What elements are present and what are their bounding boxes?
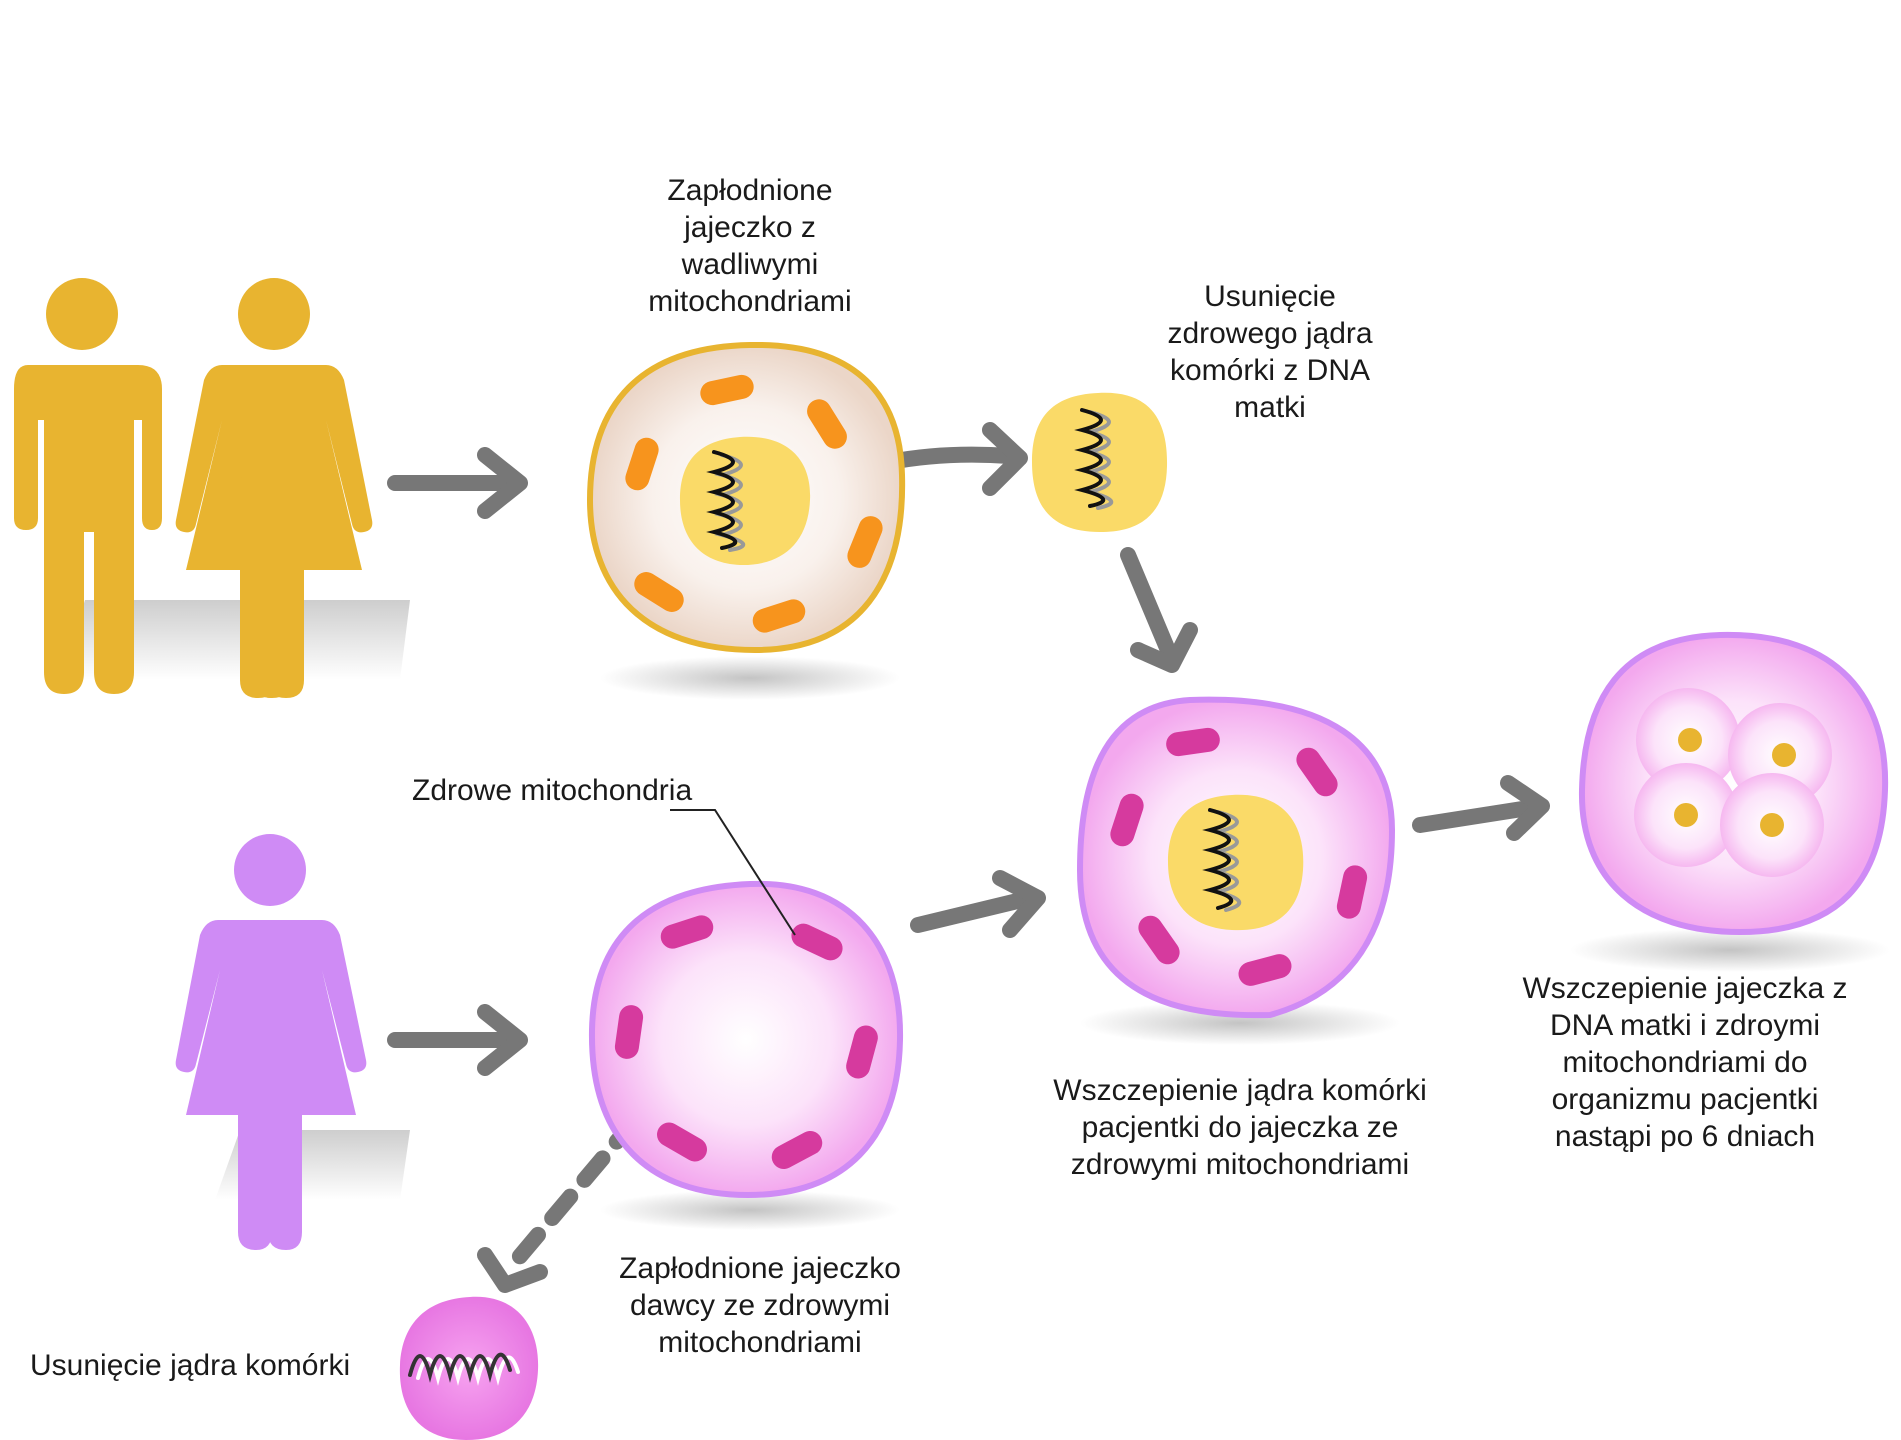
label-implantation: Wszczepienie jajeczka z DNA matki i zdro… [1522,972,1848,1153]
dna-icon [1202,808,1241,912]
dashed-arrow-icon [477,1074,675,1293]
mother-nucleus [1032,392,1168,532]
donor-woman-icon [175,834,367,1250]
woman-icon [175,278,373,698]
label-donor-egg: Zapłodnione jajeczko dawcy ze zdrowymi m… [619,1252,901,1359]
defective-mitochondria [625,374,883,633]
arrow-right-icon [1412,775,1550,841]
embryo [1578,631,1889,936]
label-nucleus-removal-donor: Usunięcie jądra komórki [30,1349,351,1382]
label-nucleus-removal-mother: Usunięcie zdrowego jądra komórki z DNA m… [1167,280,1373,424]
shadows [60,600,1890,1230]
donor-nucleus [399,1296,539,1440]
defective-egg [586,341,906,654]
nucleus [680,436,811,566]
label-healthy-mitochondria: Zdrowe mitochondria [412,774,693,807]
arrow-right-icon [910,870,1046,938]
label-transfer-nucleus: Wszczepienie jądra komórki pacjentki do … [1053,1074,1427,1181]
dna-icon [408,1352,520,1386]
arrow-right-icon [387,1004,528,1076]
man-icon [14,278,162,694]
healthy-mitochondria [614,915,878,1170]
leader-line [670,809,796,936]
reconstructed-egg [1076,696,1396,1019]
arrow-right-icon [387,447,528,519]
healthy-mitochondria [1110,727,1368,986]
arrow-down-icon [1120,547,1198,673]
dna-icon [1074,408,1113,510]
embryo-nuclei [1674,728,1796,837]
label-defective-egg: Zapłodnione jajeczko z wadliwymi mitocho… [648,174,852,318]
dna-icon [706,450,745,552]
donor-egg [588,880,904,1199]
